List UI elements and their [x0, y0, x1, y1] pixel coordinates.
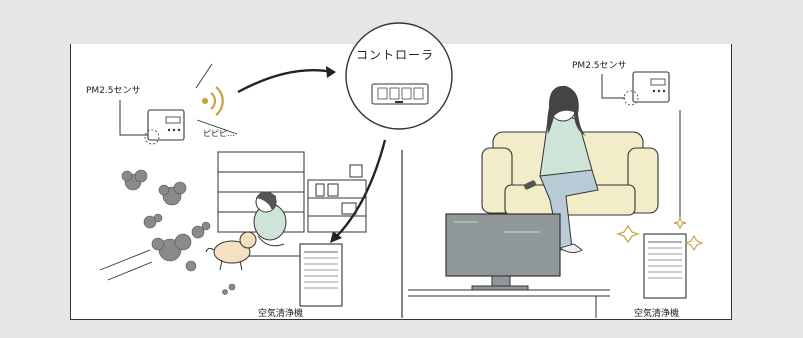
pm25-sensor-left [144, 109, 185, 145]
television [445, 213, 561, 291]
dog-figure [205, 231, 257, 271]
air-purifier-label-right: 空気清浄機 [634, 309, 680, 319]
pm25-sensor-label-right: PM2.5センサ [572, 61, 627, 71]
sparkle-icon [616, 216, 704, 252]
arrowhead-icon [330, 231, 342, 243]
sketch-line [195, 63, 213, 89]
sensor-leader-line [119, 100, 148, 136]
air-purifier-label-left: 空気清浄機 [258, 309, 304, 319]
arrow-to-purifier [334, 139, 387, 239]
signal-icon [201, 86, 224, 116]
woman-figure [523, 85, 599, 253]
controller-bubble [345, 22, 453, 130]
arrow-to-controller [237, 69, 334, 94]
beep-text: ピピピ… [203, 129, 235, 138]
pm25-sensor-label-left: PM2.5センサ [86, 86, 141, 96]
pm25-smoke [121, 169, 236, 295]
controller-title: コントローラ [356, 48, 435, 62]
arrowhead-icon [326, 66, 336, 78]
tv-table [408, 289, 610, 318]
sensor-leader-line [601, 74, 625, 99]
smoke-streaks [99, 249, 153, 281]
air-purifier-right [643, 233, 687, 299]
child-figure [253, 191, 287, 247]
air-purifier-left [299, 243, 343, 307]
pm25-sensor-right [623, 71, 670, 106]
sketch-line [196, 119, 238, 135]
room-shelves [217, 151, 367, 233]
